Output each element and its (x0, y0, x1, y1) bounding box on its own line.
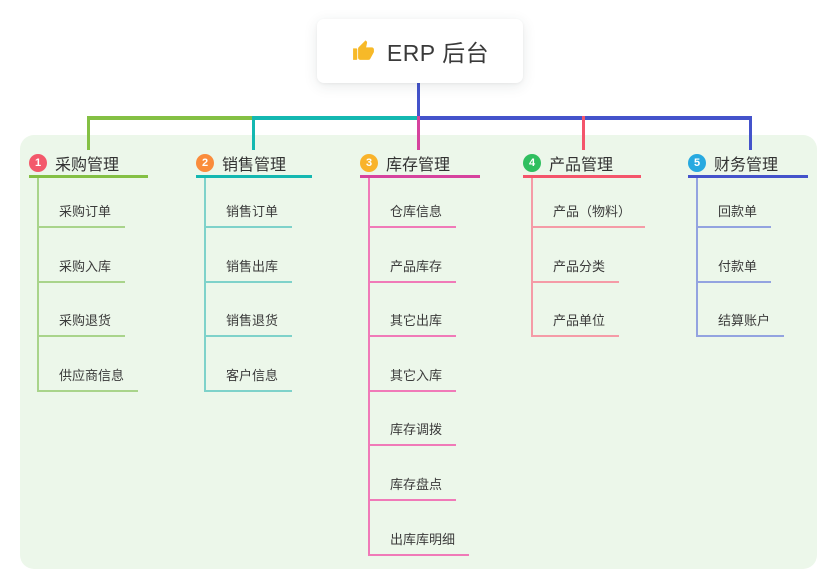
leaf-node[interactable]: 仓库信息 (370, 178, 457, 228)
branch-column: 5 财务管理回款单付款单结算账户 (688, 150, 808, 338)
leaf-node[interactable]: 销售退货 (206, 283, 293, 338)
leaf-node[interactable]: 付款单 (698, 228, 772, 283)
branch-column: 2 销售管理销售订单销售出库销售退货客户信息 (196, 150, 312, 392)
connector-bus-segment (87, 116, 252, 120)
leaf-node[interactable]: 采购退货 (39, 283, 126, 338)
leaf-node[interactable]: 采购入库 (39, 228, 126, 283)
thumbs-up-icon (351, 39, 376, 64)
leaf-node[interactable]: 销售出库 (206, 228, 293, 283)
connector-branch-drop (87, 116, 90, 150)
leaf-node-label: 产品库存 (390, 258, 443, 274)
leaf-node[interactable]: 库存调拨 (370, 392, 457, 447)
branch-number-badge: 3 (360, 153, 378, 172)
leaf-node-label: 销售出库 (226, 258, 279, 274)
branches-panel (20, 135, 817, 569)
leaf-node-label: 其它入库 (390, 367, 443, 383)
leaf-node-label: 采购退货 (59, 313, 112, 329)
leaf-node-label: 产品分类 (553, 258, 606, 274)
leaf-node-label: 其它出库 (390, 313, 443, 329)
connector-branch-drop (417, 116, 420, 150)
branch-items: 采购订单采购入库采购退货供应商信息 (37, 178, 148, 392)
leaf-node[interactable]: 产品单位 (533, 283, 620, 338)
connector-root-stub (417, 83, 420, 116)
leaf-node[interactable]: 其它出库 (370, 283, 457, 338)
leaf-node-label: 付款单 (718, 258, 758, 274)
branch-node[interactable]: 3 库存管理 (360, 150, 480, 175)
leaf-node-label: 采购订单 (59, 204, 112, 219)
leaf-node[interactable]: 客户信息 (206, 337, 293, 392)
branch-items: 销售订单销售出库销售退货客户信息 (204, 178, 312, 392)
branch-column: 1 采购管理采购订单采购入库采购退货供应商信息 (29, 150, 148, 392)
branch-number-badge: 5 (688, 153, 706, 172)
branch-title: 采购管理 (55, 156, 120, 174)
leaf-node-label: 客户信息 (226, 367, 279, 383)
connector-bus-segment (252, 116, 417, 120)
leaf-node-label: 采购入库 (59, 258, 112, 274)
branch-title: 财务管理 (714, 156, 779, 174)
branch-node[interactable]: 1 采购管理 (29, 150, 148, 175)
connector-branch-drop (749, 116, 752, 150)
branch-items: 产品（物料） 产品分类产品单位 (531, 178, 646, 338)
branch-number-badge: 4 (523, 153, 541, 172)
branch-title: 产品管理 (549, 156, 614, 174)
leaf-node[interactable]: 产品（物料） (533, 178, 646, 228)
leaf-node-label: 回款单 (718, 204, 758, 219)
leaf-node[interactable]: 产品库存 (370, 228, 457, 283)
leaf-node-label: 产品单位 (553, 313, 606, 329)
branch-items: 仓库信息产品库存其它出库其它入库库存调拨库存盘点出库库明细 (368, 178, 480, 556)
connector-branch-drop (582, 116, 585, 150)
connector-branch-drop (252, 116, 255, 150)
leaf-node[interactable]: 产品分类 (533, 228, 620, 283)
branch-underline (688, 175, 808, 178)
leaf-node-label: 库存调拨 (390, 422, 443, 438)
branch-underline (29, 175, 148, 178)
leaf-node[interactable]: 采购订单 (39, 178, 126, 228)
leaf-node[interactable]: 库存盘点 (370, 446, 457, 501)
branch-node[interactable]: 2 销售管理 (196, 150, 312, 175)
leaf-node-label: 库存盘点 (390, 476, 443, 492)
branch-title: 销售管理 (222, 156, 287, 174)
branch-column: 3 库存管理仓库信息产品库存其它出库其它入库库存调拨库存盘点出库库明细 (360, 150, 480, 556)
leaf-node[interactable]: 供应商信息 (39, 337, 139, 392)
branch-number-badge: 2 (196, 153, 214, 172)
root-node[interactable]: ERP 后台 (317, 19, 523, 83)
root-node-label: ERP 后台 (386, 40, 490, 66)
leaf-node-label: 销售订单 (226, 204, 279, 219)
leaf-node[interactable]: 其它入库 (370, 337, 457, 392)
leaf-node-label: 供应商信息 (59, 367, 125, 383)
leaf-node[interactable]: 销售订单 (206, 178, 293, 228)
branch-underline (523, 175, 641, 178)
branch-underline (360, 175, 480, 178)
branch-column: 4 产品管理产品（物料） 产品分类产品单位 (523, 150, 646, 338)
branch-title: 库存管理 (386, 156, 451, 174)
branch-node[interactable]: 5 财务管理 (688, 150, 808, 175)
leaf-node-label: 仓库信息 (390, 204, 443, 219)
leaf-node[interactable]: 出库库明细 (370, 501, 470, 556)
branch-underline (196, 175, 312, 178)
branch-number-badge: 1 (29, 153, 47, 172)
leaf-node[interactable]: 结算账户 (698, 283, 785, 338)
leaf-node-label: 销售退货 (226, 313, 279, 329)
branch-node[interactable]: 4 产品管理 (523, 150, 645, 175)
leaf-node[interactable]: 回款单 (698, 178, 772, 228)
branch-items: 回款单付款单结算账户 (696, 178, 808, 338)
leaf-node-label: 产品（物料） (553, 204, 632, 219)
leaf-node-label: 出库库明细 (390, 531, 456, 547)
leaf-node-label: 结算账户 (718, 313, 771, 329)
